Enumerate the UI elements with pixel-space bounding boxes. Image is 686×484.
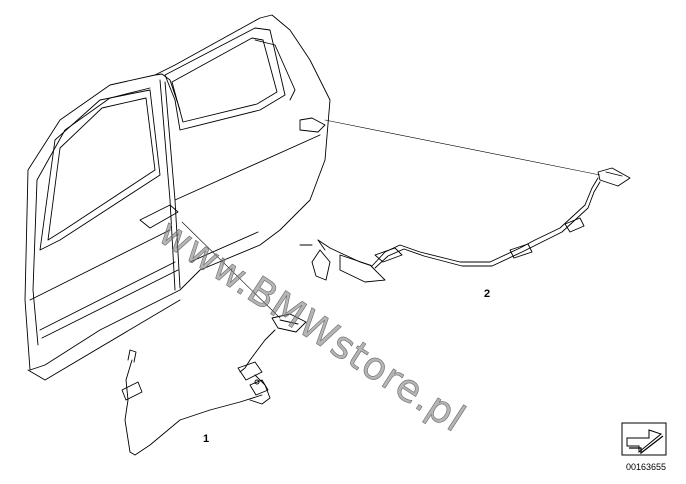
leader-lines <box>181 119 601 319</box>
diagram-id: 00163655 <box>626 462 667 472</box>
vehicle-body-outline <box>24 14 331 381</box>
part-2-cable <box>299 167 631 283</box>
part-number-label-1: 1 <box>203 433 210 445</box>
part-number-label-2: 2 <box>484 288 491 300</box>
arrow-box-icon <box>621 422 667 456</box>
part-1-cable <box>121 313 307 456</box>
